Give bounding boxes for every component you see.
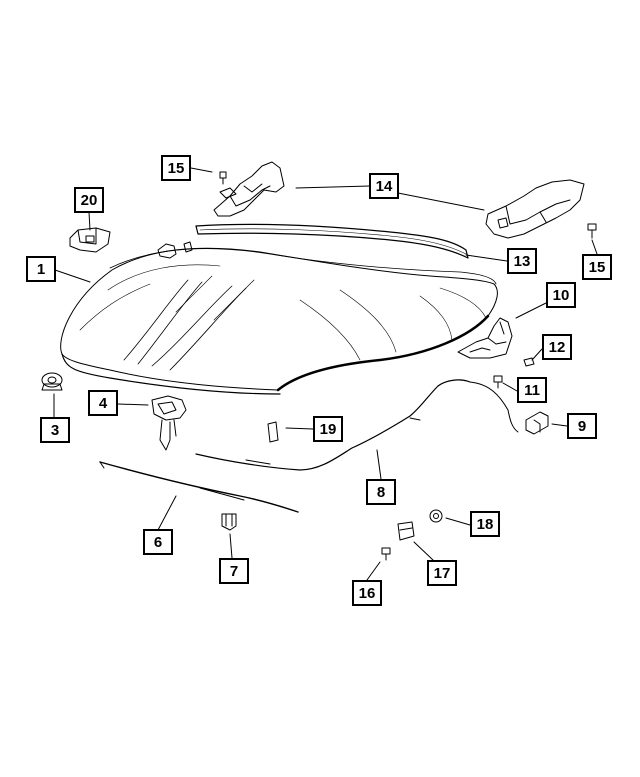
callout-9: 9 [567, 413, 597, 439]
callout-7: 7 [219, 558, 249, 584]
part-4-latch [151, 395, 187, 451]
leader-lines [53, 167, 598, 581]
part-10-hinge [457, 317, 513, 359]
part-13-seal [195, 223, 469, 259]
callout-1: 1 [26, 256, 56, 282]
callout-15-left: 15 [161, 155, 191, 181]
part-15-screw-right [587, 223, 597, 239]
callout-6: 6 [143, 529, 173, 555]
part-14-cowl-bracket-left [213, 161, 285, 217]
part-3-bumper [41, 372, 63, 391]
callout-3: 3 [40, 417, 70, 443]
callout-14: 14 [369, 173, 399, 199]
part-19-grommet [267, 421, 279, 443]
part-7-clip [221, 513, 237, 531]
callout-10: 10 [546, 282, 576, 308]
callout-18: 18 [470, 511, 500, 537]
part-15-screw-left [219, 171, 227, 185]
part-14-cowl-bracket-right [485, 179, 585, 239]
part-18-clip [429, 509, 443, 523]
callout-11: 11 [517, 377, 547, 403]
hood-panel [60, 241, 498, 395]
part-17-release-handle [397, 521, 415, 541]
callout-16: 16 [352, 580, 382, 606]
callout-4: 4 [88, 390, 118, 416]
callout-20: 20 [74, 187, 104, 213]
callout-15-right: 15 [582, 254, 612, 280]
part-12-nut [523, 357, 535, 367]
part-8-release-cable [195, 379, 519, 471]
callout-17: 17 [427, 560, 457, 586]
part-6-prop-rod [99, 461, 299, 513]
part-11-bolt [493, 375, 503, 389]
callout-19: 19 [313, 416, 343, 442]
part-9-switch [525, 411, 549, 435]
callout-13: 13 [507, 248, 537, 274]
callout-12: 12 [542, 334, 572, 360]
part-20-bracket [69, 227, 111, 253]
part-16-screw [381, 547, 391, 561]
callout-8: 8 [366, 479, 396, 505]
